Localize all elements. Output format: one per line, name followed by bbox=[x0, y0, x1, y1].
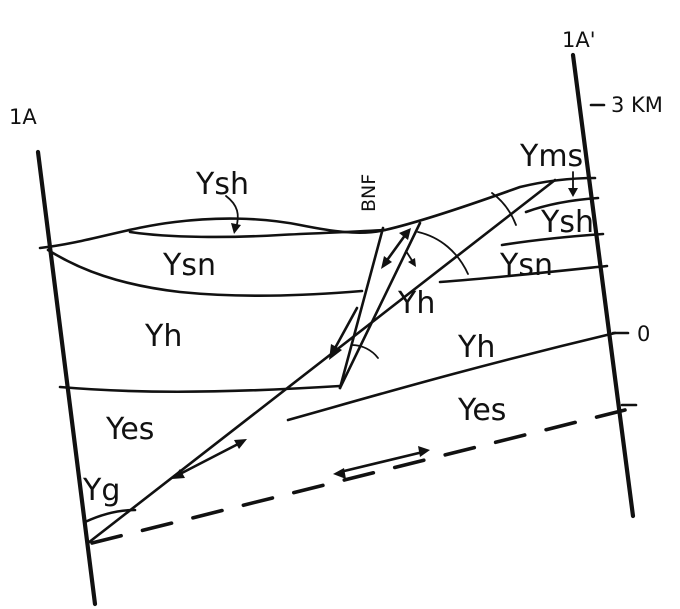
unit-label-ysn-left: Ysn bbox=[162, 248, 216, 283]
right-end-label: 1A' bbox=[562, 28, 596, 52]
scale-label-3km: 3 KM bbox=[611, 93, 663, 117]
unit-label-yh-right: Yh bbox=[457, 330, 495, 365]
unit-label-ysh-left: Ysh bbox=[195, 167, 249, 202]
contact-yh-yes-left bbox=[60, 386, 340, 392]
slip-arrowhead-wedge-up bbox=[399, 228, 411, 240]
unit-label-ysh-right: Ysh bbox=[540, 205, 594, 240]
unit-label-ysn-right: Ysn bbox=[499, 248, 553, 283]
unit-label-yms: Yms bbox=[519, 139, 583, 174]
fault-label: BNF bbox=[358, 174, 380, 212]
unit-label-yes-right: Yes bbox=[457, 393, 506, 428]
pointer-yms-head bbox=[568, 188, 578, 197]
slip-arrowhead-decollement-left bbox=[333, 468, 346, 479]
left-end-label: 1A bbox=[9, 105, 37, 129]
bnf-fault bbox=[340, 228, 383, 388]
scale-label-0: 0 bbox=[637, 322, 650, 346]
slip-arrowhead-decollement-right bbox=[418, 446, 430, 457]
pointer-ysh-left-head bbox=[231, 223, 241, 234]
unit-label-yh-left: Yh bbox=[144, 319, 182, 354]
right-section-boundary bbox=[573, 55, 633, 516]
unit-label-yg: Yg bbox=[82, 473, 120, 508]
slip-arrowhead-wedge-down bbox=[381, 256, 392, 269]
unit-label-yh-wedge: Yh bbox=[397, 286, 435, 321]
left-section-boundary bbox=[38, 152, 95, 604]
unit-label-yes-left: Yes bbox=[105, 412, 154, 447]
